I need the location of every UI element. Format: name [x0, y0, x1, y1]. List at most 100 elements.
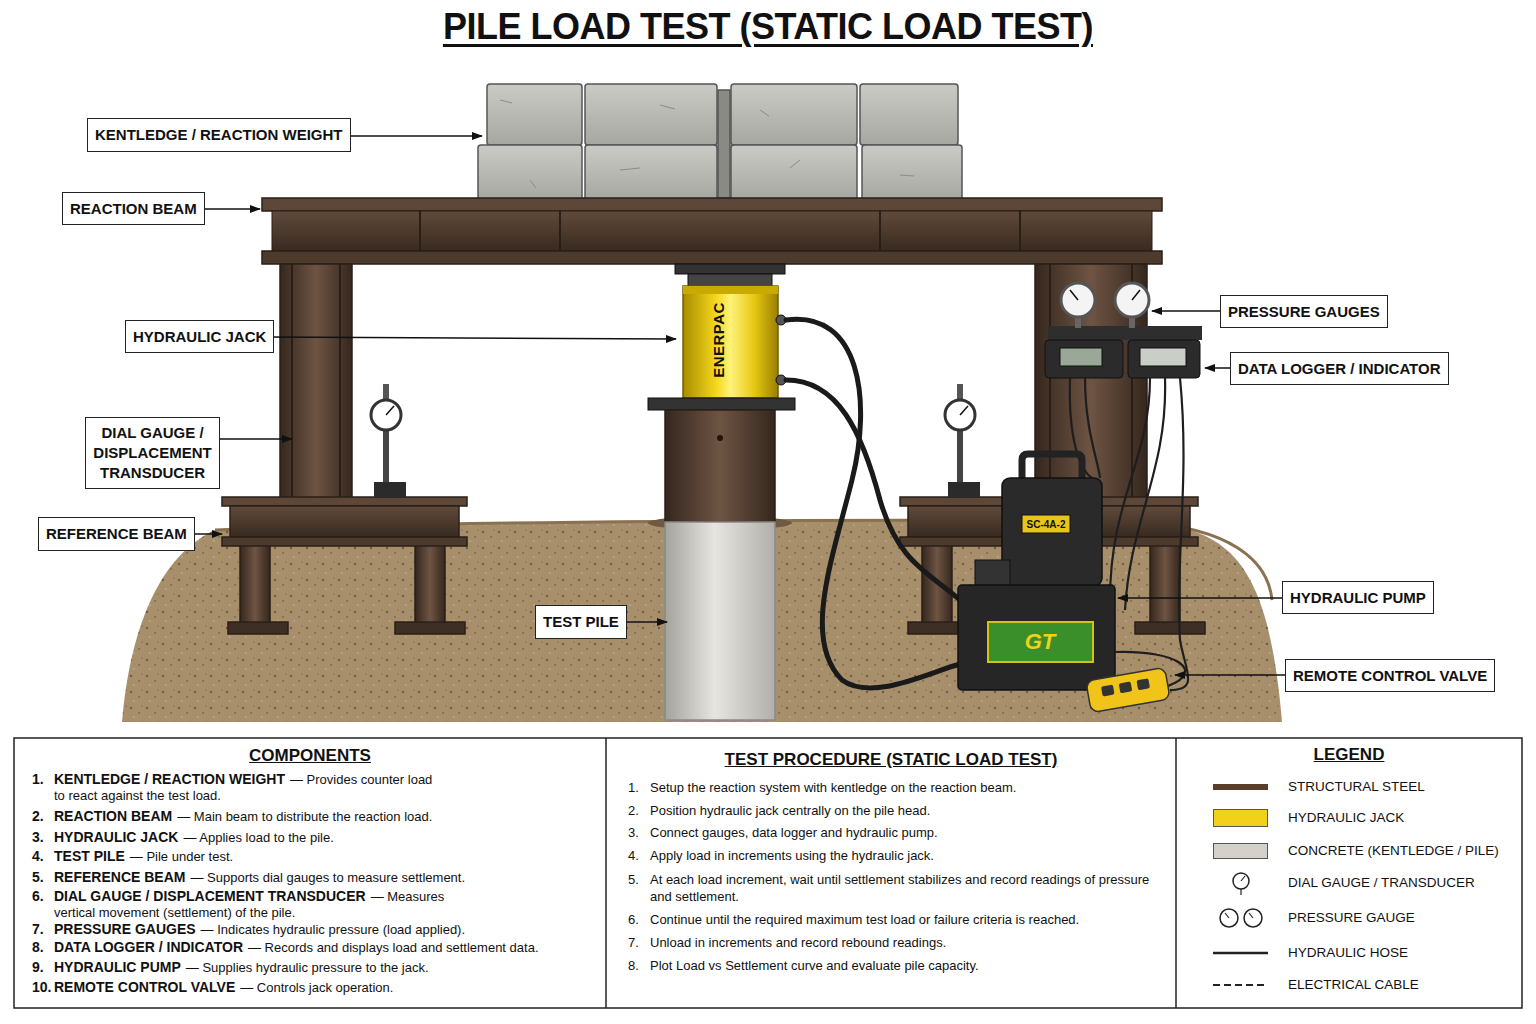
callout-box: HYDRAULIC JACK [125, 320, 274, 353]
kentledge-blocks [731, 145, 857, 200]
dial-gauge [371, 384, 980, 497]
item-number: 1. [32, 771, 44, 787]
component-description: — Supplies hydraulic pressure to the jac… [186, 960, 429, 975]
panel-heading: LEGEND [1176, 745, 1522, 765]
electrical-cable [1085, 378, 1100, 478]
leader-arrow [220, 438, 292, 440]
callout-box: REFERENCE BEAM [38, 517, 195, 551]
info-frame [1175, 738, 1177, 1008]
pressure-gauge [1070, 290, 1140, 300]
info-frame [14, 738, 1522, 1008]
dial-gauge [371, 400, 401, 430]
component-description: — Applies load to the pile. [183, 830, 333, 845]
panel-heading: TEST PROCEDURE (STATIC LOAD TEST) [606, 750, 1176, 770]
component-name: KENTLEDGE / REACTION WEIGHT [54, 771, 285, 787]
component-description: — Controls jack operation. [240, 980, 393, 995]
electrical-cable [1170, 378, 1188, 690]
component-item: HYDRAULIC JACK— Applies load to the pile… [54, 829, 602, 846]
reference-beam [1150, 545, 1180, 625]
diagram-title: PILE LOAD TEST (STATIC LOAD TEST) [0, 6, 1536, 48]
hydraulic-pump [1002, 478, 1102, 586]
kentledge-blocks [585, 84, 717, 145]
component-item: DIAL GAUGE / DISPLACEMENT TRANSDUCER— Me… [54, 888, 449, 921]
ground [122, 516, 1282, 722]
remote-control [1119, 681, 1133, 693]
dial-gauge [383, 428, 389, 484]
hydraulic-jack [683, 286, 778, 398]
component-name: DIAL GAUGE / DISPLACEMENT TRANSDUCER [54, 888, 366, 904]
kentledge-blocks [862, 145, 962, 200]
item-number: 5. [32, 869, 44, 885]
component-name: PRESSURE GAUGES [54, 921, 196, 937]
component-description: — Indicates hydraulic pressure (load app… [201, 922, 465, 937]
component-item: HYDRAULIC PUMP — Supplies hydraulic press… [54, 959, 602, 976]
ground [122, 520, 1282, 722]
callout-label: DATA LOGGER / INDICATOR [1238, 359, 1441, 379]
step-number: 2. [628, 802, 639, 819]
hydraulic-pump [958, 454, 1115, 690]
leader-arrow [188, 136, 1285, 675]
hydraulic-hose [786, 380, 960, 600]
callout-label: REMOTE CONTROL VALVE [1293, 666, 1487, 686]
callout-box: PRESSURE GAUGES [1220, 295, 1388, 328]
callout-label: REACTION BEAM [70, 199, 197, 219]
reaction-beam [420, 211, 1020, 251]
component-description: — Pile under test. [130, 849, 233, 864]
data-logger [1060, 348, 1102, 366]
test-pile [665, 410, 775, 522]
kentledge-blocks [478, 145, 582, 200]
legend-symbol [1241, 876, 1245, 895]
hydraulic-jack [675, 264, 785, 274]
step-text: Position hydraulic jack centrally on the… [650, 802, 1172, 819]
kentledge-blocks [478, 84, 962, 200]
leader-arrow [348, 135, 482, 137]
leader-arrow [204, 208, 260, 210]
equipment-marking: ENERPAC [710, 302, 727, 378]
callout-label: KENTLEDGE / REACTION WEIGHT [95, 125, 343, 145]
kentledge-blocks [487, 84, 582, 145]
callout-box: TEST PILE [535, 605, 627, 639]
legend-swatch [1213, 843, 1268, 859]
info-panel: COMPONENTS 1. KENTLEDGE / REACTION WEIGHT —… [14, 738, 606, 1008]
panel-heading: COMPONENTS [14, 746, 606, 766]
legend-text: ELECTRICAL CABLE [1288, 977, 1419, 993]
callout-label: DIAL GAUGE / DISPLACEMENT TRANSDUCER [93, 423, 212, 483]
callout-label: HYDRAULIC PUMP [1290, 588, 1426, 608]
reference-beam [1135, 622, 1205, 634]
kentledge-blocks [860, 84, 958, 145]
data-logger [1045, 340, 1123, 378]
info-frame [605, 738, 607, 1008]
leader-arrow [268, 337, 676, 339]
callout-label: PRESSURE GAUGES [1228, 302, 1380, 322]
callout-box: DIAL GAUGE / DISPLACEMENT TRANSDUCER [85, 417, 220, 489]
item-number: 2. [32, 808, 44, 824]
info-frame [14, 738, 1522, 1008]
step-text: Unload in increments and record rebound … [650, 934, 1172, 951]
legend-symbol [1225, 913, 1253, 918]
hydraulic-jack [688, 274, 772, 286]
reaction-beam [272, 211, 1152, 251]
callout-label: HYDRAULIC JACK [133, 327, 266, 347]
leader-arrow [1118, 597, 1282, 599]
reference-beam [240, 545, 270, 625]
reference-beam [222, 497, 467, 506]
dial-gauge [957, 428, 963, 484]
callout-label: TEST PILE [543, 612, 619, 632]
step-text: Connect gauges, data logger and hydrauli… [650, 824, 1172, 841]
remote-control [1086, 667, 1170, 712]
reference-beam [415, 545, 445, 625]
kentledge-blocks [585, 145, 717, 200]
legend-symbol [1213, 952, 1268, 955]
reference-beam [230, 506, 459, 537]
step-number: 7. [628, 934, 639, 951]
component-description: — Records and displays load and settleme… [248, 940, 539, 955]
component-name: REFERENCE BEAM [54, 869, 185, 885]
component-name: HYDRAULIC PUMP [54, 959, 181, 975]
dial-gauge [960, 406, 968, 415]
reaction-beam [262, 251, 1162, 264]
component-item: REFERENCE BEAM— Supports dial gauges to … [54, 869, 602, 886]
remote-control [1086, 652, 1185, 713]
item-number: 9. [32, 959, 44, 975]
step-number: 6. [628, 911, 639, 928]
hydraulic-pump [1022, 454, 1082, 480]
